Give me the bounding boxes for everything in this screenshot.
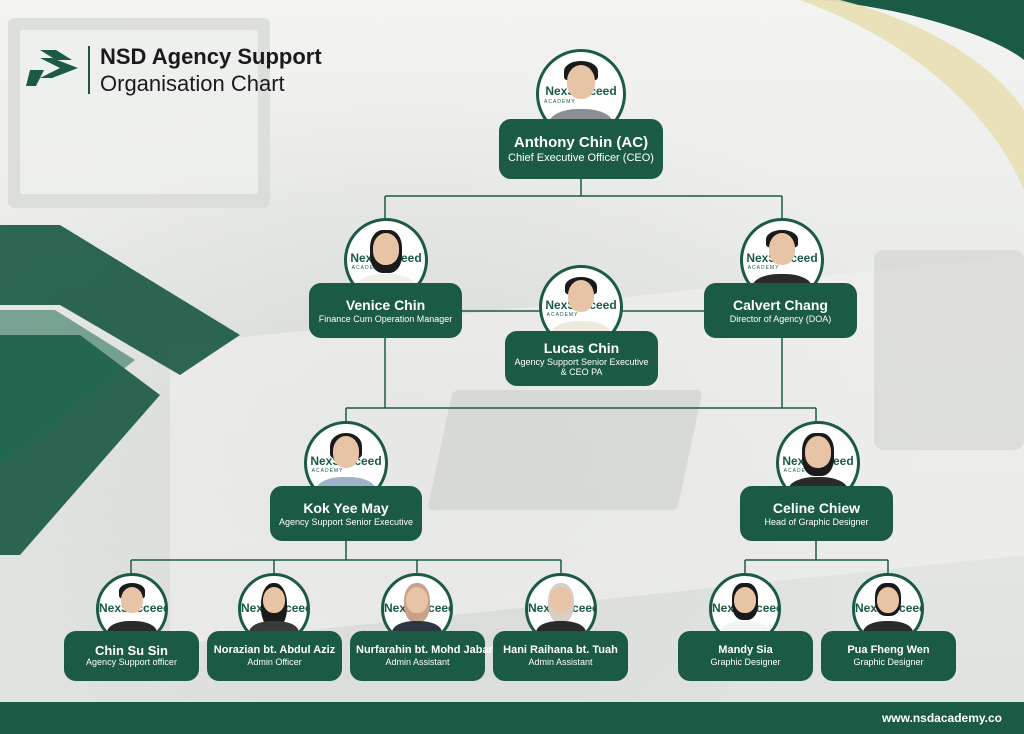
support-officer-role: Agency Support officer <box>70 657 193 668</box>
graphic-head-role: Head of Graphic Designer <box>746 517 887 527</box>
designer-1-role: Graphic Designer <box>684 657 807 668</box>
node-doa: Calvert Chang Director of Agency (DOA) <box>704 283 857 338</box>
designer-2-role: Graphic Designer <box>827 657 950 668</box>
node-designer-2: Pua Fheng Wen Graphic Designer <box>821 631 956 681</box>
admin-assistant-1-name: Nurfarahin bt. Mohd Jabar <box>356 644 479 657</box>
photo-watermark-sub: ACADEMY <box>748 265 780 271</box>
admin-officer-name: Norazian bt. Abdul Aziz <box>213 644 336 657</box>
admin-assistant-2-name: Hani Raihana bt. Tuah <box>499 644 622 657</box>
node-admin-assistant-1: Nurfarahin bt. Mohd Jabar Admin Assistan… <box>350 631 485 681</box>
node-admin-officer: Norazian bt. Abdul Aziz Admin Officer <box>207 631 342 681</box>
senior-exec-role: Agency Support Senior Executive <box>276 517 416 527</box>
photo-watermark-sub: ACADEMY <box>312 468 344 474</box>
support-officer-name: Chin Su Sin <box>70 644 193 657</box>
node-ceo-pa: Lucas Chin Agency Support Senior Executi… <box>505 331 658 386</box>
admin-assistant-2-role: Admin Assistant <box>499 657 622 668</box>
node-admin-assistant-2: Hani Raihana bt. Tuah Admin Assistant <box>493 631 628 681</box>
footer-website-link[interactable]: www.nsdacademy.co <box>882 711 1002 725</box>
finance-role: Finance Cum Operation Manager <box>315 314 456 324</box>
doa-role: Director of Agency (DOA) <box>710 314 851 324</box>
footer-bar: www.nsdacademy.co <box>0 702 1024 734</box>
graphic-head-name: Celine Chiew <box>746 500 887 517</box>
doa-name: Calvert Chang <box>710 297 851 314</box>
ceo-name: Anthony Chin (AC) <box>505 134 657 152</box>
ceo-pa-role: Agency Support Senior Executive & CEO PA <box>511 357 652 377</box>
ceo-role: Chief Executive Officer (CEO) <box>505 152 657 165</box>
node-designer-1: Mandy Sia Graphic Designer <box>678 631 813 681</box>
finance-name: Venice Chin <box>315 297 456 314</box>
admin-assistant-1-role: Admin Assistant <box>356 657 479 668</box>
admin-officer-role: Admin Officer <box>213 657 336 668</box>
photo-watermark-sub: ACADEMY <box>547 312 579 318</box>
designer-2-name: Pua Fheng Wen <box>827 644 950 657</box>
node-graphic-head: Celine Chiew Head of Graphic Designer <box>740 486 893 541</box>
node-senior-exec: Kok Yee May Agency Support Senior Execut… <box>270 486 422 541</box>
node-support-officer: Chin Su Sin Agency Support officer <box>64 631 199 681</box>
designer-1-name: Mandy Sia <box>684 644 807 657</box>
node-finance: Venice Chin Finance Cum Operation Manage… <box>309 283 462 338</box>
ceo-pa-name: Lucas Chin <box>511 340 652 357</box>
node-ceo: Anthony Chin (AC) Chief Executive Office… <box>499 119 663 179</box>
senior-exec-name: Kok Yee May <box>276 500 416 517</box>
photo-watermark-sub: ACADEMY <box>544 99 576 105</box>
